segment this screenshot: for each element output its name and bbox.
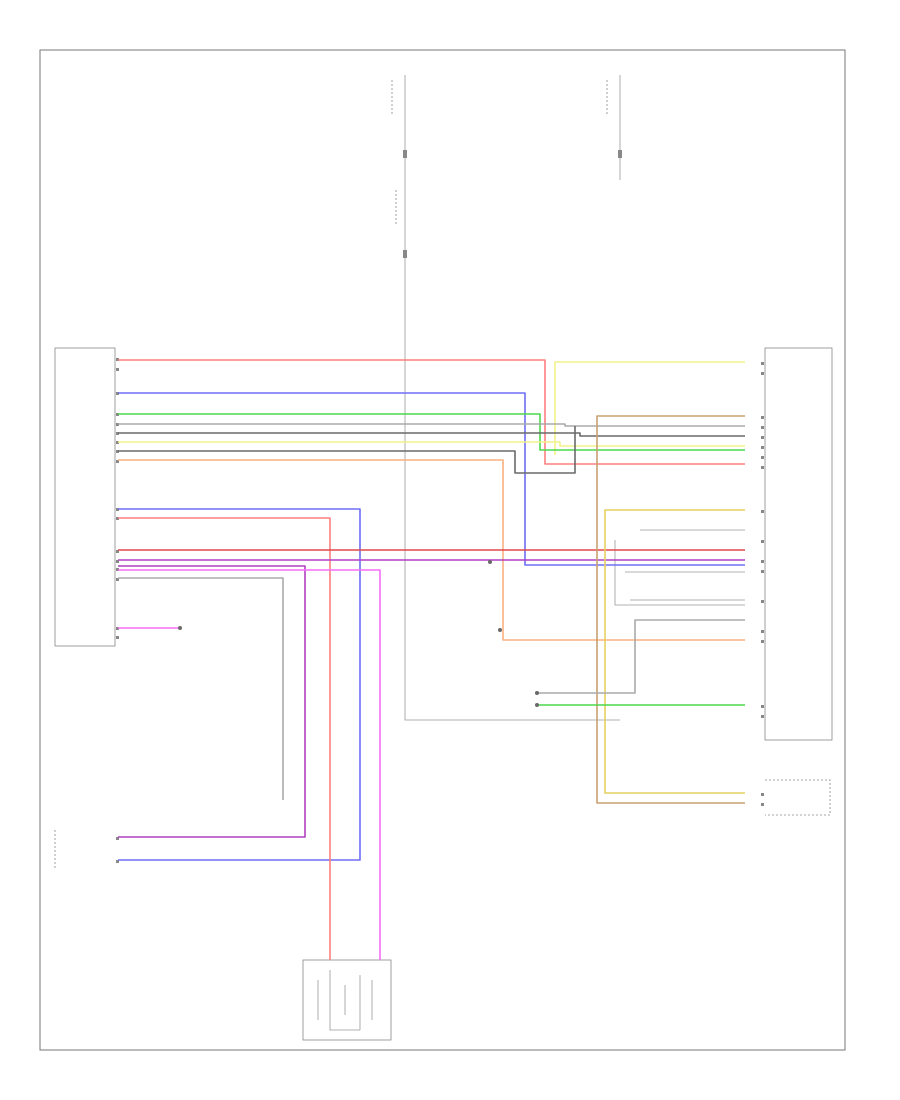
wires [118, 359, 745, 960]
wire-gray [118, 423, 745, 427]
wire-gold [604, 509, 745, 794]
top-right-power-feed [606, 75, 745, 606]
wire-light-yellow [118, 441, 745, 447]
wire-magenta [118, 569, 381, 960]
right-module [761, 347, 833, 741]
wire-pink-outer [118, 517, 331, 960]
diagram-frame [39, 49, 846, 1051]
wire-gray-lower-right [537, 619, 745, 694]
right-module-pins [761, 362, 764, 718]
wire-blue-lower [118, 508, 361, 861]
wire-green [118, 413, 745, 451]
top-left-power-feed [391, 75, 620, 721]
wire-tan [596, 415, 745, 804]
splice-points [178, 560, 539, 707]
left-module [54, 347, 119, 647]
left-module-pins [116, 358, 119, 639]
bottom-device [302, 959, 392, 1041]
wire-black-mid [118, 426, 576, 474]
wire-purple-down [118, 565, 306, 838]
wire-red-top [118, 359, 745, 465]
wire-yellow-top [554, 361, 745, 455]
wire-blue-top [118, 392, 745, 566]
wire-gray-right-short [625, 529, 745, 601]
left-lower-connector [54, 830, 119, 870]
wire-gray-lower [118, 577, 284, 800]
lower-right-component [761, 779, 831, 816]
wire-dark-gray [118, 432, 745, 437]
